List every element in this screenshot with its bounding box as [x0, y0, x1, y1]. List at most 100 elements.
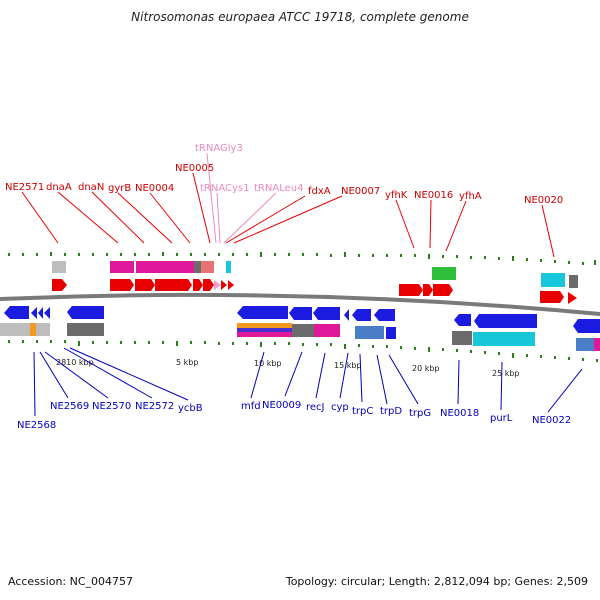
gene-arrow	[193, 279, 203, 291]
gene-block	[237, 328, 292, 332]
scale-label: 20 kbp	[412, 364, 440, 373]
gene-block	[201, 261, 214, 273]
lower-track-arrows	[4, 306, 600, 333]
gene-block	[237, 332, 292, 337]
gene-arrow	[221, 280, 227, 290]
gene-label: fdxA	[308, 186, 331, 197]
gene-block	[386, 327, 396, 339]
gene-label: NE0016	[414, 190, 453, 201]
gene-label: trpD	[380, 406, 402, 417]
genome-backbone	[0, 292, 600, 316]
upper-track-arrows	[52, 279, 577, 304]
gene-label: dnaA	[46, 182, 72, 193]
gene-label: tRNACys1	[200, 183, 250, 194]
gene-label: yfhK	[385, 190, 408, 201]
gene-label: NE0005	[175, 163, 214, 174]
gene-label: NE2568	[17, 420, 56, 431]
gene-label: trpG	[409, 408, 431, 419]
top-gene-labels: NE2571 dnaA dnaN gyrB NE0004 NE0005 tRNA…	[5, 143, 563, 206]
gene-block	[369, 326, 384, 339]
scale-labels: 2810 kbp 5 kbp 10 kbp 15 kbp 20 kbp 25 k…	[56, 358, 520, 378]
lower-tick-row	[8, 340, 598, 362]
bottom-leader-lines	[33, 347, 583, 417]
gene-block	[541, 273, 565, 287]
topology-text: Topology: circular; Length: 2,812,094 bp…	[285, 575, 588, 588]
gene-label: NE2571	[5, 182, 44, 193]
gene-block	[594, 338, 600, 351]
gene-label: NE0007	[341, 186, 380, 197]
gene-arrow	[31, 307, 37, 319]
gene-arrow	[52, 279, 67, 291]
gene-block	[0, 323, 30, 336]
gene-block	[292, 324, 314, 337]
accession-text: Accession: NC_004757	[8, 575, 134, 588]
gene-block	[473, 332, 535, 346]
gene-block	[576, 338, 594, 351]
gene-label: NE0022	[532, 415, 571, 426]
gene-label: NE2572	[135, 401, 174, 412]
gene-label: NE0020	[524, 195, 563, 206]
gene-label: tRNAGly3	[195, 143, 243, 154]
gene-arrow	[135, 279, 155, 291]
gene-block	[226, 261, 231, 273]
gene-arrow	[433, 284, 453, 296]
gene-block	[110, 261, 134, 273]
lower-track-features	[0, 323, 600, 351]
gene-block	[30, 323, 36, 336]
gene-arrow	[289, 307, 312, 320]
gene-label: dnaN	[78, 182, 104, 193]
gene-label: recJ	[306, 402, 325, 413]
gene-label: NE0009	[262, 400, 301, 411]
upper-tick-row	[8, 252, 596, 265]
gene-arrow	[203, 279, 214, 291]
gene-block	[36, 323, 50, 336]
gene-arrow	[237, 306, 288, 319]
gene-block	[136, 261, 154, 273]
scale-label: 2810 kbp	[56, 358, 94, 367]
gene-arrow	[540, 291, 564, 303]
gene-label: trpC	[352, 406, 373, 417]
gene-label: ycbB	[178, 403, 203, 414]
scale-label: 5 kbp	[176, 358, 198, 367]
scale-label: 25 kbp	[492, 369, 520, 378]
gene-arrow	[313, 307, 340, 320]
gene-block	[237, 323, 292, 328]
gene-label: NE0004	[135, 183, 174, 194]
gene-arrow	[374, 309, 395, 321]
gene-arrow	[4, 306, 29, 319]
gene-label: mfd	[241, 401, 261, 412]
gene-arrow	[44, 307, 50, 319]
gene-block	[194, 261, 201, 273]
gene-arrow	[110, 279, 134, 291]
gene-label: tRNALeu4	[254, 183, 303, 194]
gene-arrow	[474, 314, 537, 328]
gene-arrow	[38, 307, 43, 319]
gene-arrow	[155, 279, 192, 291]
gene-block	[52, 261, 66, 273]
gene-arrow	[454, 314, 471, 326]
gene-label: NE2569	[50, 401, 89, 412]
gene-arrow	[228, 280, 234, 290]
gene-arrow	[423, 284, 433, 296]
gene-label: purL	[490, 413, 513, 424]
gene-block	[452, 331, 472, 345]
map-title: Nitrosomonas europaea ATCC 19718, comple…	[131, 10, 469, 24]
gene-arrow	[399, 284, 423, 296]
gene-label: NE2570	[92, 401, 131, 412]
gene-block	[154, 261, 194, 273]
trna-leader-lines	[206, 152, 277, 244]
gene-arrow	[352, 309, 371, 321]
gene-block	[314, 324, 340, 337]
gene-label: NE0018	[440, 408, 479, 419]
gene-label: gyrB	[108, 183, 131, 194]
bottom-gene-labels: NE2568 NE2569 NE2570 NE2572 ycbB mfd NE0…	[17, 400, 571, 431]
gene-block	[67, 323, 104, 336]
gene-label: cyp	[331, 402, 349, 413]
scale-label: 10 kbp	[254, 359, 282, 368]
gene-block	[432, 267, 456, 280]
gene-arrow	[214, 280, 221, 290]
gene-block	[355, 326, 369, 339]
scale-label: 15 kbp	[334, 361, 362, 370]
gene-arrow	[568, 292, 577, 304]
